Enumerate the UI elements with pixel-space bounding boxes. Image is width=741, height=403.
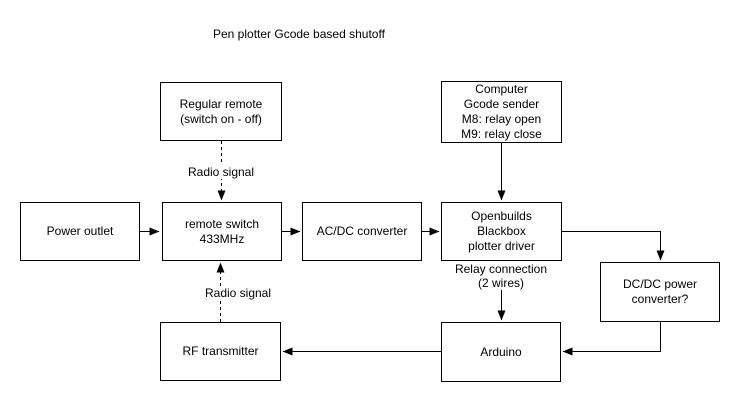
node-computer-line2: Gcode sender xyxy=(463,97,540,111)
node-openbuilds-line2: Blackbox xyxy=(477,224,526,238)
node-acdc-converter: AC/DC converter xyxy=(302,202,422,261)
node-openbuilds-blackbox: Openbuilds Blackbox plotter driver xyxy=(441,202,562,261)
node-dcdc-converter-line1: DC/DC power xyxy=(622,277,697,291)
diagram-title: Pen plotter Gcode based shutoff xyxy=(213,27,385,41)
edge-dcdc-to-arduino xyxy=(562,322,661,356)
node-remote-switch: remote switch 433MHz xyxy=(162,202,282,261)
relay-connection-label: Relay connection (2 wires) xyxy=(453,262,549,290)
radio-signal-label-top: Radio signal xyxy=(186,165,256,179)
node-arduino: Arduino xyxy=(441,322,561,382)
relay-connection-label-line2: (2 wires) xyxy=(477,276,524,290)
node-remote-switch-line1: remote switch xyxy=(184,216,260,231)
node-rf-transmitter: RF transmitter xyxy=(160,322,281,381)
node-computer: Computer Gcode sender M8: relay open M9:… xyxy=(441,81,562,143)
node-rf-transmitter-line1: RF transmitter xyxy=(182,344,259,358)
node-remote-switch-line2: 433MHz xyxy=(199,231,245,246)
node-arduino-line1: Arduino xyxy=(480,344,522,359)
node-dcdc-converter: DC/DC power converter? xyxy=(600,262,720,322)
node-regular-remote-line1: Regular remote xyxy=(179,96,263,111)
node-power-outlet: Power outlet xyxy=(20,202,140,261)
node-computer-line4: M9: relay close xyxy=(461,127,542,141)
node-computer-line3: M8: relay open xyxy=(461,112,542,126)
relay-connection-label-line1: Relay connection xyxy=(454,262,548,276)
node-openbuilds-line3: plotter driver xyxy=(468,239,535,253)
edge-openbuilds-to-dcdc xyxy=(562,231,665,261)
node-power-outlet-line1: Power outlet xyxy=(46,224,114,238)
node-regular-remote-line2: (switch on - off) xyxy=(180,111,262,126)
node-dcdc-converter-line2: converter? xyxy=(631,292,689,306)
node-regular-remote: Regular remote (switch on - off) xyxy=(160,82,282,141)
node-acdc-converter-line1: AC/DC converter xyxy=(316,224,408,238)
radio-signal-label-bottom: Radio signal xyxy=(203,286,273,300)
node-computer-line1: Computer xyxy=(475,82,528,96)
node-openbuilds-line1: Openbuilds xyxy=(471,209,532,223)
